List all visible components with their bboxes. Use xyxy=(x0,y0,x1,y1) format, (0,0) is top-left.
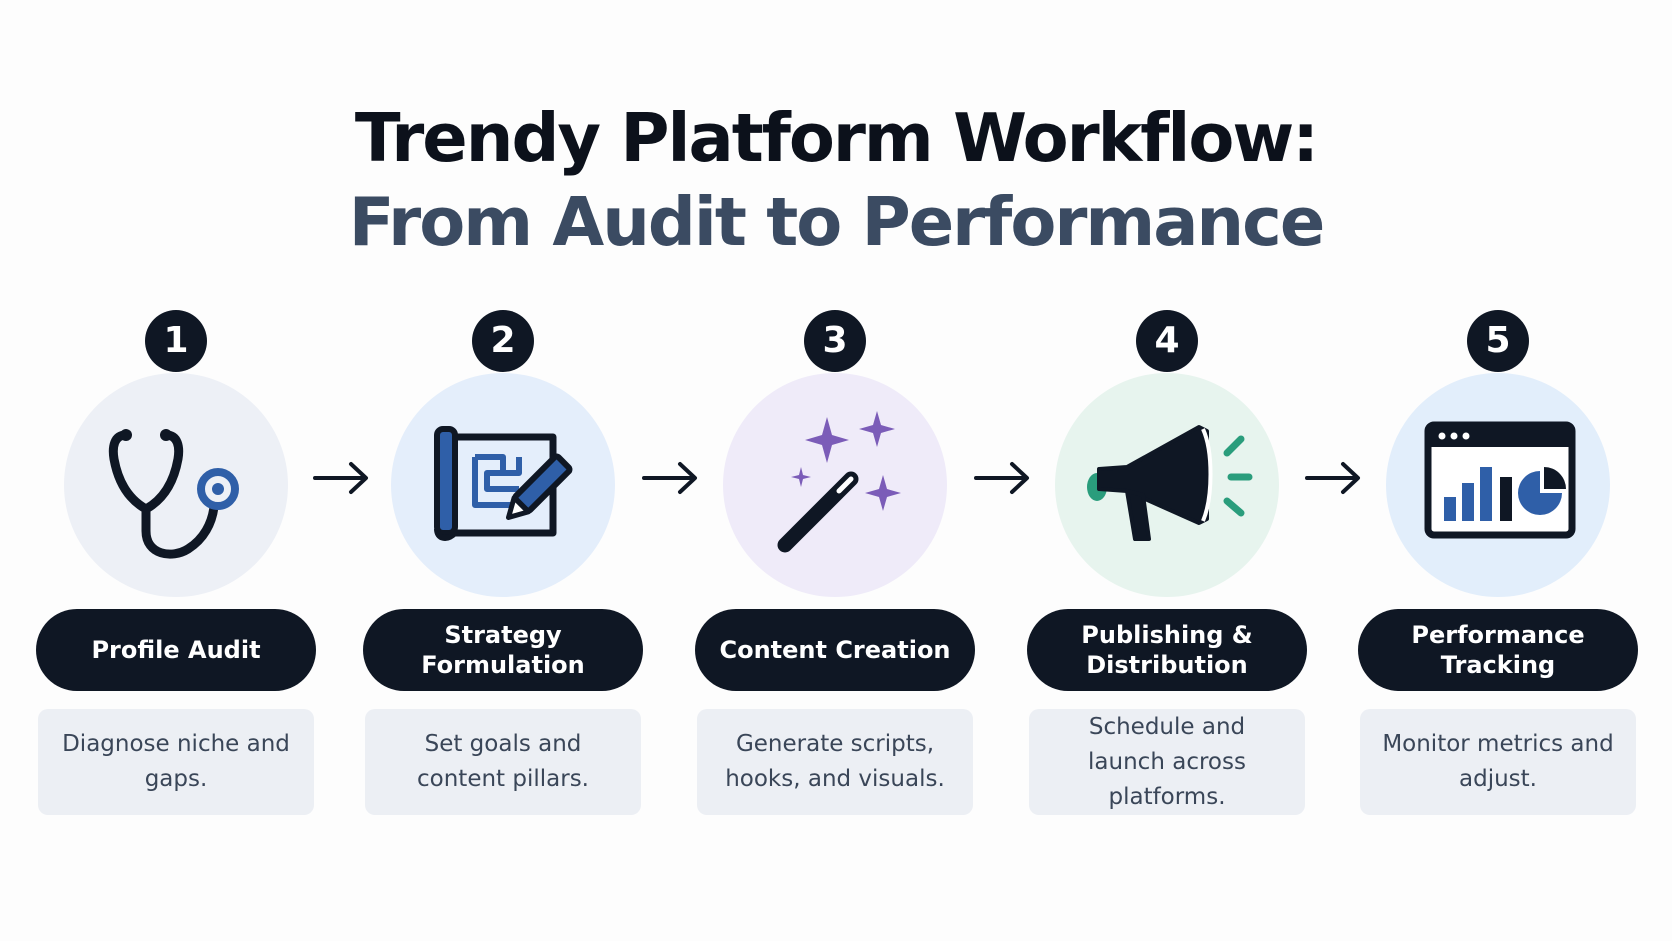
step-description: Generate scripts, hooks, and visuals. xyxy=(697,709,973,815)
step-title: Performance Tracking xyxy=(1358,609,1638,691)
step-number-badge: 4 xyxy=(1136,310,1198,372)
step-number-badge: 3 xyxy=(804,310,866,372)
title-block: Trendy Platform Workflow: From Audit to … xyxy=(0,96,1672,264)
step-number-badge: 2 xyxy=(472,310,534,372)
step-number-badge: 5 xyxy=(1467,310,1529,372)
magic-wand-icon xyxy=(723,373,947,597)
page-title: Trendy Platform Workflow: xyxy=(354,99,1319,177)
step-title: Publishing & Distribution xyxy=(1027,609,1307,691)
step-description: Schedule and launch across platforms. xyxy=(1029,709,1305,815)
step-title: Profile Audit xyxy=(36,609,316,691)
page-subtitle: From Audit to Performance xyxy=(348,183,1326,261)
step-number-badge: 1 xyxy=(145,310,207,372)
step-title: Strategy Formulation xyxy=(363,609,643,691)
arrow-right-icon xyxy=(972,458,1032,498)
stethoscope-icon xyxy=(64,373,288,597)
arrow-right-icon xyxy=(640,458,700,498)
megaphone-icon xyxy=(1055,373,1279,597)
step-description: Monitor metrics and adjust. xyxy=(1360,709,1636,815)
step-title: Content Creation xyxy=(695,609,975,691)
arrow-right-icon xyxy=(311,458,371,498)
arrow-right-icon xyxy=(1303,458,1363,498)
step-description: Set goals and content pillars. xyxy=(365,709,641,815)
step-description: Diagnose niche and gaps. xyxy=(38,709,314,815)
blueprint-pencil-icon xyxy=(391,373,615,597)
analytics-dashboard-icon xyxy=(1386,373,1610,597)
